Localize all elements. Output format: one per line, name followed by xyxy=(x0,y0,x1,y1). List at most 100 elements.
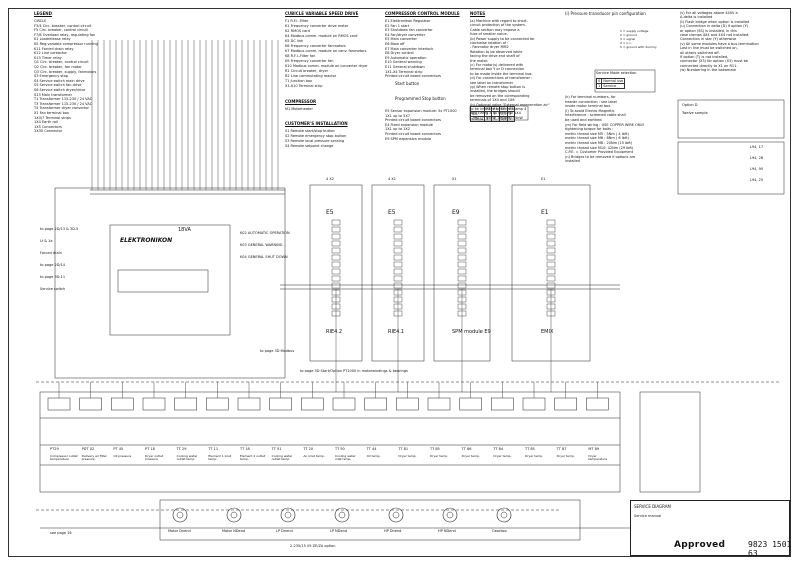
sensor-tag: PT29 xyxy=(50,447,59,451)
sensor-desc: Dryer temp. xyxy=(398,454,417,458)
terminal xyxy=(393,233,403,240)
sensor-tag: PT 18 xyxy=(145,447,155,451)
far-right-row: Last in line must be switched on, xyxy=(680,46,738,51)
motor-label: Motor Dnend xyxy=(168,529,191,533)
note-row: (c) For motor(s) delivered with xyxy=(470,63,524,67)
note-row: the motor. xyxy=(470,58,489,63)
right-note-row: be used and earthed. xyxy=(565,118,603,122)
motor-label: HP NDend xyxy=(438,529,456,533)
motor-label: HP Dnend xyxy=(384,529,402,533)
legend-row: S13 Main transformer xyxy=(34,92,73,97)
terminal xyxy=(457,261,467,268)
terminal xyxy=(457,240,467,247)
terminal xyxy=(546,268,556,275)
motor-label: Gearbox xyxy=(492,529,507,533)
sensor-symbol xyxy=(332,397,356,411)
terminal xyxy=(331,247,341,254)
legend-row: T3 Transformer 115-230 / 24 VAC xyxy=(34,101,93,106)
module-id: E5 xyxy=(326,209,334,216)
sensor-module-row: Printed circuit board connectors xyxy=(385,132,441,136)
far-right-row: If option (T) is not installed, xyxy=(680,55,729,59)
legend-row: T4 Transformer dryer convertor xyxy=(34,106,89,111)
far-right-row: (t) Flash bridge when option is installe… xyxy=(680,19,750,24)
vsd-row: F1 R.F.I.-Filter xyxy=(285,19,309,23)
terminal xyxy=(457,268,467,275)
sensor-symbol xyxy=(142,397,166,411)
sensor-module-row: Printed circuit board connectors xyxy=(385,118,441,123)
terminal xyxy=(546,275,556,282)
pressure-title: (i) Pressure transducer pin configuratio… xyxy=(565,11,646,16)
pin-label: 3 = signal xyxy=(620,37,636,41)
far-right-row: case clamps 4X4 and 4X4 not installed. xyxy=(680,33,750,37)
legend-row: CIRCLE xyxy=(34,19,47,23)
terminal xyxy=(393,282,403,289)
legend-row: K13 Timer relay xyxy=(34,55,62,60)
sensor-desc: Air inlet temp. xyxy=(303,454,325,458)
right-note-row: metric thread size M5 : 5Nm ( 4 lbft) xyxy=(565,131,629,136)
start-button-label: Start button xyxy=(395,81,420,86)
sensor-desc: Dryer temperature xyxy=(588,454,608,461)
sensor-desc: Element 1 inlet temp. xyxy=(208,454,232,461)
sensor-desc: Oil temp. xyxy=(366,454,381,458)
module-label: RIE4.1 xyxy=(388,329,405,335)
terminal xyxy=(546,226,556,233)
compressor-title: COMPRESSOR xyxy=(285,99,317,104)
sensor-symbol xyxy=(554,397,577,411)
sensor-symbol xyxy=(427,397,451,411)
table-cell: 3 xyxy=(484,116,493,122)
terminal xyxy=(331,254,341,261)
controller-model: 18VA xyxy=(178,227,191,233)
note-row: circuit protection of the system. xyxy=(470,23,526,28)
control-module-row: E1 Elektronikon Regulator xyxy=(385,19,431,23)
legend-row: F3/4 Circ. breaker, control circuit xyxy=(34,23,92,28)
note-row: Cable section may impose a xyxy=(470,27,520,32)
note-row: (a) Machine with regard to short- xyxy=(470,19,528,23)
bus-label: L94, 17 xyxy=(750,145,764,149)
terminal xyxy=(331,219,341,226)
motor-symbol xyxy=(496,507,512,523)
right-note-row: inside motor terminal box. xyxy=(565,104,612,109)
sensor-desc: Dryer outlet pressure xyxy=(145,454,164,461)
controller-output-label: K04 GENERAL SHUT DOWN xyxy=(240,255,288,259)
installation-row: S2 Remote emergency stop button xyxy=(285,134,347,138)
terminal xyxy=(393,275,403,282)
control-module-row: E6 Blow off xyxy=(385,42,405,46)
sensor-tag: TT 50 xyxy=(335,447,345,451)
module-label: RIE4.2 xyxy=(326,329,343,335)
vsd-row: K1 Frequency converter drive motor xyxy=(285,24,349,28)
sensor-desc: Cooling water outlet temp. xyxy=(271,454,293,461)
motor-symbol xyxy=(388,507,404,523)
sensor-tag: TT 85 xyxy=(430,447,440,451)
terminal xyxy=(393,254,403,261)
installation-row: S3 Remote local pressure sensing xyxy=(285,139,345,143)
terminal xyxy=(331,282,341,289)
control-module-row: E5 Main converter xyxy=(385,37,417,42)
vsd-row: K9 Frequency converter fan xyxy=(285,59,334,63)
vsd-row: T1 Junction box xyxy=(285,79,313,83)
bus-label: L94, 25 xyxy=(750,178,764,182)
far-right-row: or option (SS) is installed, in this xyxy=(680,28,737,33)
right-note-row: metric thread size M10: 42Nm (29 lbft) xyxy=(565,145,634,150)
note-row: (h) Optional valve "External regeneratio… xyxy=(470,102,550,107)
motor-symbol xyxy=(226,507,242,523)
pin-label: 4 = n.c. xyxy=(620,41,632,45)
sensor-desc: Dryer temp. xyxy=(493,454,512,458)
motor-label: LP NDend xyxy=(330,529,348,533)
module-id: E1 xyxy=(541,209,549,216)
service-mode-title: Service Mode selection xyxy=(596,71,637,75)
sensor-module-row: 1X1 up to 5X7 xyxy=(385,113,410,118)
right-note-row: (n) Bridges to be removed if options are xyxy=(565,154,636,159)
note-row: to be made inside the terminal box. xyxy=(470,71,533,76)
controller-input-label: Lf & 1a xyxy=(40,239,53,243)
sensor-symbol xyxy=(111,397,134,411)
drawing-sheet xyxy=(8,8,791,557)
sensor-symbol xyxy=(269,397,292,411)
right-note-row: tightening torque for bolts : xyxy=(565,127,614,132)
terminal xyxy=(393,247,403,254)
legend-row: S4 Service switch main drive xyxy=(34,78,85,83)
vsd-row: K10 Modbus comm. module on converter dry… xyxy=(285,64,368,68)
control-module-title: COMPRESSOR CONTROL MODULE xyxy=(385,11,460,16)
motor-inner xyxy=(446,511,454,519)
